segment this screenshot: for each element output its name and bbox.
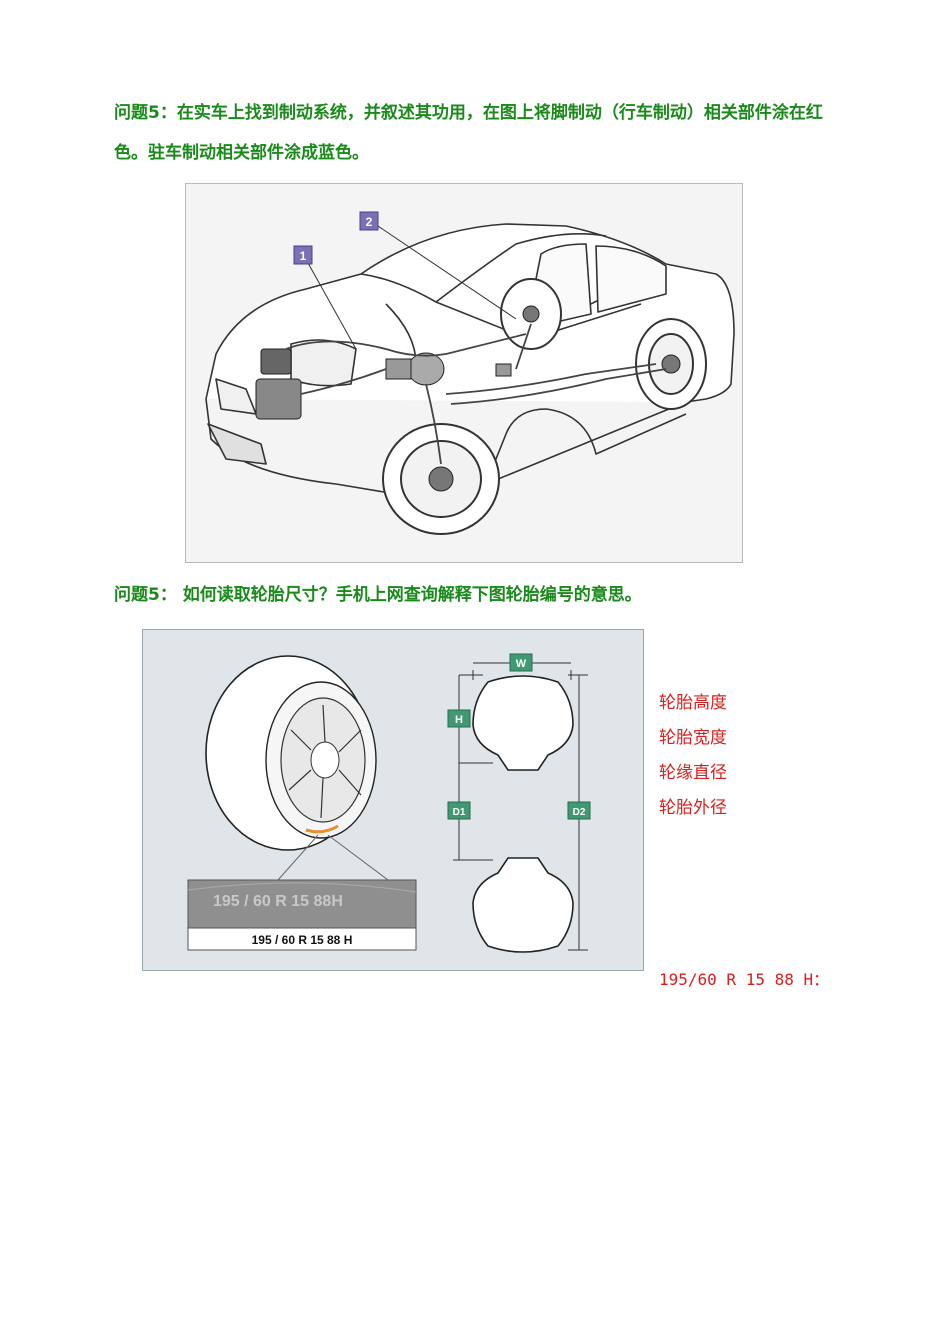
question-tire-size: 问题5： 如何读取轮胎尺寸？手机上网查询解释下图轮胎编号的意思。 — [114, 585, 642, 605]
dim-label-w: W — [509, 653, 533, 672]
tire-size-illustration: 195 / 60 R 15 88H 195 / 60 R 15 88 H W H — [142, 629, 644, 971]
answer-label-outer-diameter: 轮胎外径 — [659, 798, 727, 818]
svg-text:1: 1 — [300, 249, 307, 263]
question-brake-system: 问题5：在实车上找到制动系统，并叙述其功用，在图上将脚制动（行车制动）相关部件涂… — [114, 103, 823, 163]
car-brake-system-illustration: 1 2 — [185, 183, 743, 563]
svg-text:D1: D1 — [453, 807, 466, 818]
dim-label-h: H — [447, 709, 471, 728]
answer-label-tire-height: 轮胎高度 — [659, 693, 727, 713]
answer-label-tire-width: 轮胎宽度 — [659, 728, 727, 748]
dim-label-d2: D2 — [567, 801, 591, 820]
sidewall-embossed-text: 195 / 60 R 15 88H — [213, 893, 343, 910]
callout-1: 1 — [293, 245, 313, 265]
svg-text:H: H — [455, 714, 463, 726]
answer-label-rim-diameter: 轮缘直径 — [659, 763, 727, 783]
tire-cross-section — [472, 675, 574, 953]
dim-label-d1: D1 — [447, 801, 471, 820]
tire-wheel-icon — [205, 655, 389, 881]
tire-sidewall-closeup: 195 / 60 R 15 88H 195 / 60 R 15 88 H — [187, 879, 417, 951]
callout-2: 2 — [359, 211, 379, 231]
car-drawing: 1 2 — [205, 211, 735, 535]
sidewall-caption: 195 / 60 R 15 88 H — [252, 933, 353, 947]
svg-text:2: 2 — [366, 215, 373, 229]
tire-code-answer: 195/60 R 15 88 H： — [659, 970, 830, 989]
svg-text:D2: D2 — [573, 807, 586, 818]
svg-text:W: W — [516, 658, 527, 670]
tire-drawing: 195 / 60 R 15 88H 195 / 60 R 15 88 H W H — [187, 653, 591, 953]
